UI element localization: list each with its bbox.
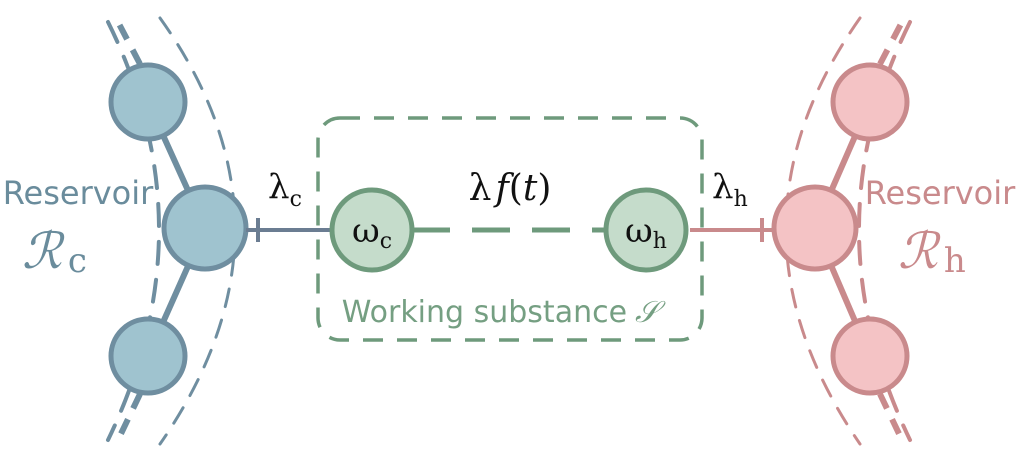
reservoir-hot-symbol-main: ℛ <box>898 222 941 280</box>
reservoir-hot-bond-top-ext <box>877 20 905 66</box>
node-cold-symbol: ω <box>352 211 380 251</box>
working-substance-label-text: Working substance <box>342 295 627 330</box>
node-cold <box>329 187 415 273</box>
reservoir-cold-bond-bottom-ext <box>115 392 143 442</box>
coupling-hot-symbol: λ <box>712 167 734 207</box>
working-substance-symbol: 𝒮 <box>635 295 666 330</box>
interaction-lambda: λ <box>469 168 492 209</box>
node-cold-label: ωc <box>352 211 392 254</box>
reservoir-hot-symbol-subscript: h <box>944 241 966 281</box>
reservoir-hot-node-top <box>830 62 910 142</box>
node-cold-subscript: c <box>380 229 392 254</box>
coupling-cold-symbol: λ <box>268 167 290 207</box>
reservoir-hot-label: Reservoir <box>865 174 1016 212</box>
node-hot-symbol: ω <box>625 211 653 251</box>
reservoir-cold <box>106 16 249 446</box>
reservoir-cold-node-top <box>108 62 188 142</box>
reservoir-hot-node-bottom <box>830 316 910 396</box>
node-hot-label: ωh <box>625 211 667 254</box>
reservoir-hot-node-center <box>771 184 859 272</box>
interaction-paren-close: ) <box>537 168 551 209</box>
node-hot-subscript: h <box>653 229 667 254</box>
reservoir-cold-node-bottom <box>108 316 188 396</box>
reservoir-cold-label: Reservoir <box>3 174 154 212</box>
reservoir-cold-node-center <box>161 184 249 272</box>
coupling-cold-label: λc <box>268 167 302 212</box>
reservoir-cold-symbol-subscript: c <box>68 241 87 281</box>
interaction-t: t <box>523 168 538 209</box>
coupling-hot-subscript: h <box>734 187 748 212</box>
coupling-hot-label: λh <box>712 167 748 212</box>
reservoir-hot <box>771 16 912 446</box>
reservoir-hot-bond-bottom-ext <box>877 392 905 442</box>
coupling-cold-subscript: c <box>290 187 302 212</box>
reservoir-cold-bond-top-ext <box>115 20 143 66</box>
working-substance-boundary <box>316 116 704 342</box>
node-hot <box>603 187 689 273</box>
interaction-paren-open: ( <box>509 168 523 209</box>
reservoir-cold-symbol-main: ℛ <box>22 222 65 280</box>
